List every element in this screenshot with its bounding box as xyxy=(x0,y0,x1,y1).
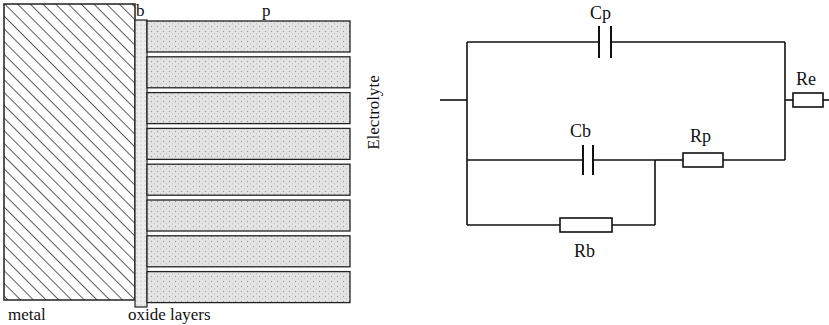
component-label: Cb xyxy=(570,122,591,140)
pore-wall xyxy=(147,200,350,231)
porous-layer xyxy=(147,21,350,303)
pore-wall xyxy=(147,272,350,303)
pore-wall xyxy=(147,128,350,159)
pore-wall xyxy=(147,164,350,195)
electrolyte-label: Electrolyte xyxy=(364,75,381,150)
component-label: Rb xyxy=(574,242,595,260)
component-label: Re xyxy=(796,70,816,88)
equivalent-circuit xyxy=(440,26,829,232)
barrier-layer xyxy=(135,20,147,307)
pore-wall xyxy=(147,236,350,267)
pore-wall xyxy=(147,93,350,124)
part-label: metal xyxy=(8,306,46,323)
layer-label: b xyxy=(136,2,145,19)
metal-block xyxy=(4,4,135,300)
component-label: Rp xyxy=(690,127,711,145)
layer-label: p xyxy=(262,2,271,19)
component-label: Cp xyxy=(590,4,611,22)
pore-wall xyxy=(147,21,350,52)
pore-wall xyxy=(147,57,350,88)
part-label: oxide layers xyxy=(128,306,211,323)
